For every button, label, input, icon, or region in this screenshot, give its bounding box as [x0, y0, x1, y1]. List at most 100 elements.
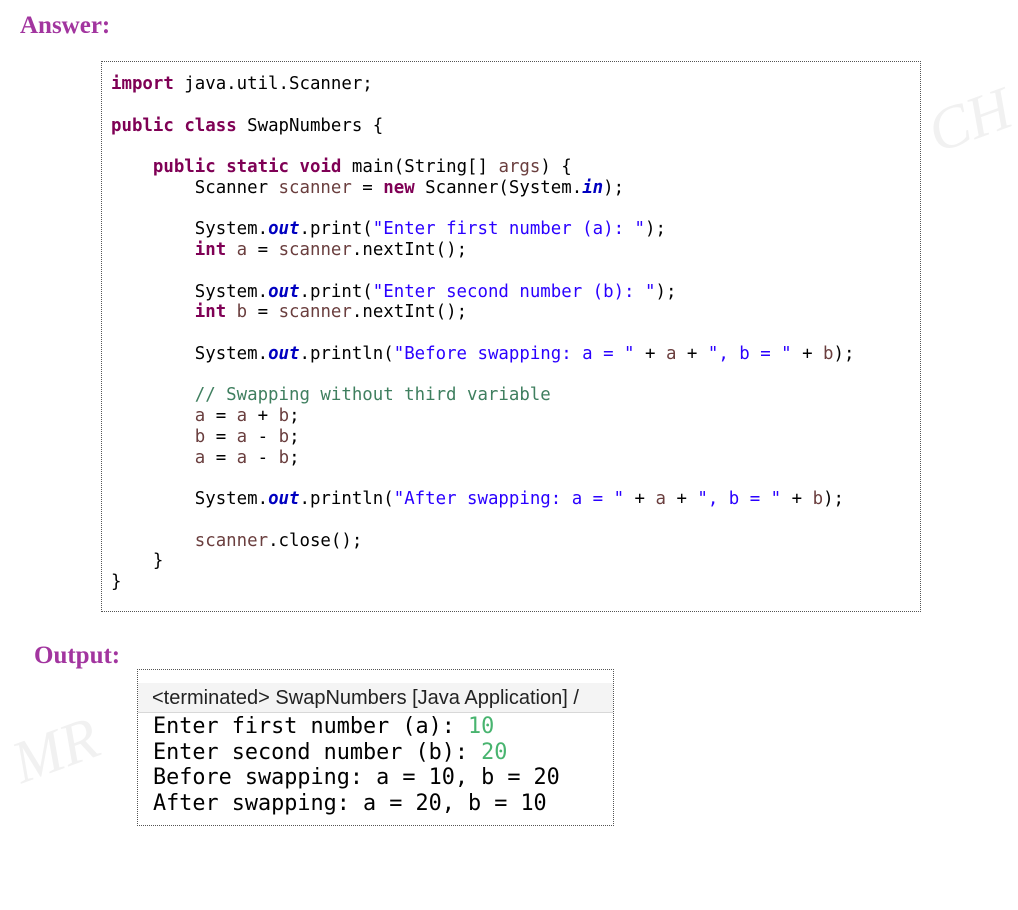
code-token: [111, 240, 195, 260]
code-token: import: [111, 74, 174, 94]
code-token: [226, 240, 236, 260]
user-input: 10: [467, 714, 495, 739]
code-token: .println(: [299, 489, 394, 509]
code-line: scanner.close();: [111, 531, 854, 552]
console-line: Before swapping: a = 10, b = 20: [153, 765, 560, 791]
code-line: [111, 365, 854, 386]
code-line: }: [111, 551, 854, 572]
code-line: Scanner scanner = new Scanner(System.in)…: [111, 178, 854, 199]
code-token: System.: [111, 219, 269, 240]
code-token: b: [278, 426, 290, 447]
code-token: Enter first number (a):: [153, 714, 468, 739]
code-token: [111, 427, 195, 447]
code-token: [226, 302, 236, 322]
code-line: int b = scanner.nextInt();: [111, 302, 854, 323]
code-token: ", b = ": [697, 489, 782, 509]
code-line: public class SwapNumbers {: [111, 116, 854, 137]
code-line: [111, 261, 854, 282]
code-line: import java.util.Scanner;: [111, 74, 854, 95]
code-line: [111, 468, 854, 489]
code-token: =: [247, 302, 279, 323]
answer-heading: Answer:: [20, 12, 111, 39]
code-token: .println(: [299, 343, 394, 364]
code-token: java.util.Scanner;: [173, 74, 373, 94]
code-token: b: [236, 302, 248, 323]
code-token: a: [194, 447, 206, 468]
code-token: .nextInt();: [351, 240, 468, 260]
code-token: }: [111, 572, 122, 592]
code-token: }: [111, 551, 164, 572]
code-token: int: [194, 240, 227, 260]
code-line: }: [111, 572, 854, 593]
code-token: );: [655, 281, 677, 302]
code-token: +: [624, 489, 656, 509]
code-token: "After swapping: a = ": [393, 489, 625, 509]
code-token: +: [676, 343, 708, 364]
code-token: .close();: [268, 530, 363, 551]
code-token: scanner: [278, 240, 352, 260]
code-token: =: [205, 447, 237, 468]
user-input: 20: [481, 739, 508, 765]
code-token: "Enter second number (b): ": [372, 281, 656, 302]
code-listing: import java.util.Scanner; public class S…: [111, 74, 854, 593]
code-token: void: [299, 157, 342, 177]
watermark: CH: [919, 74, 1018, 166]
code-token: main(String[]: [341, 157, 499, 177]
code-token: args: [498, 157, 541, 177]
code-token: =: [247, 240, 279, 260]
code-line: [111, 95, 854, 116]
code-token: .print(: [299, 219, 373, 240]
code-token: [111, 406, 195, 426]
code-token: a: [194, 406, 206, 426]
code-line: [111, 510, 854, 531]
code-token: // Swapping without third variable: [194, 385, 551, 406]
code-token: static: [226, 157, 290, 177]
code-token: ;: [289, 447, 300, 468]
code-token: a: [665, 343, 677, 364]
code-token: );: [833, 343, 855, 364]
code-token: Scanner(System.: [414, 177, 583, 198]
code-token: Scanner: [111, 177, 279, 198]
code-token: b: [823, 343, 834, 364]
code-token: +: [247, 406, 279, 426]
code-token: System.: [111, 489, 269, 509]
code-token: =: [205, 406, 237, 426]
code-token: [216, 157, 226, 177]
code-line: System.out.print("Enter first number (a)…: [111, 219, 854, 240]
code-token: );: [823, 489, 845, 509]
code-token: [111, 531, 195, 551]
code-token: b: [812, 489, 824, 509]
console-header: <terminated> SwapNumbers [Java Applicati…: [138, 683, 613, 713]
code-line: public static void main(String[] args) {: [111, 157, 854, 178]
code-token: ) {: [540, 157, 572, 177]
code-token: =: [205, 426, 237, 447]
code-line: int a = scanner.nextInt();: [111, 240, 854, 261]
code-token: b: [194, 426, 206, 447]
watermark: MR: [3, 704, 108, 796]
code-line: System.out.print("Enter second number (b…: [111, 282, 854, 303]
code-token: a: [655, 489, 666, 509]
code-block: import java.util.Scanner; public class S…: [101, 61, 921, 612]
code-token: [111, 448, 195, 468]
code-token: class: [184, 115, 237, 136]
code-token: b: [278, 406, 290, 426]
code-token: new: [383, 177, 415, 198]
code-line: a = a - b;: [111, 448, 854, 469]
code-token: "Enter first number (a): ": [372, 219, 646, 240]
code-line: // Swapping without third variable: [111, 385, 854, 406]
code-token: -: [247, 426, 279, 447]
code-token: [111, 302, 195, 322]
code-token: a: [236, 240, 248, 260]
code-token: [174, 116, 184, 136]
code-token: System.: [111, 281, 269, 302]
code-token: public: [152, 157, 216, 177]
code-token: .print(: [299, 281, 373, 302]
console-line: After swapping: a = 20, b = 10: [153, 791, 560, 817]
code-token: out: [268, 489, 300, 509]
code-token: a: [236, 447, 248, 468]
code-token: int: [194, 302, 227, 323]
code-token: +: [791, 343, 824, 364]
output-heading: Output:: [34, 642, 121, 669]
code-token: scanner: [278, 177, 352, 198]
code-token: +: [781, 489, 813, 509]
